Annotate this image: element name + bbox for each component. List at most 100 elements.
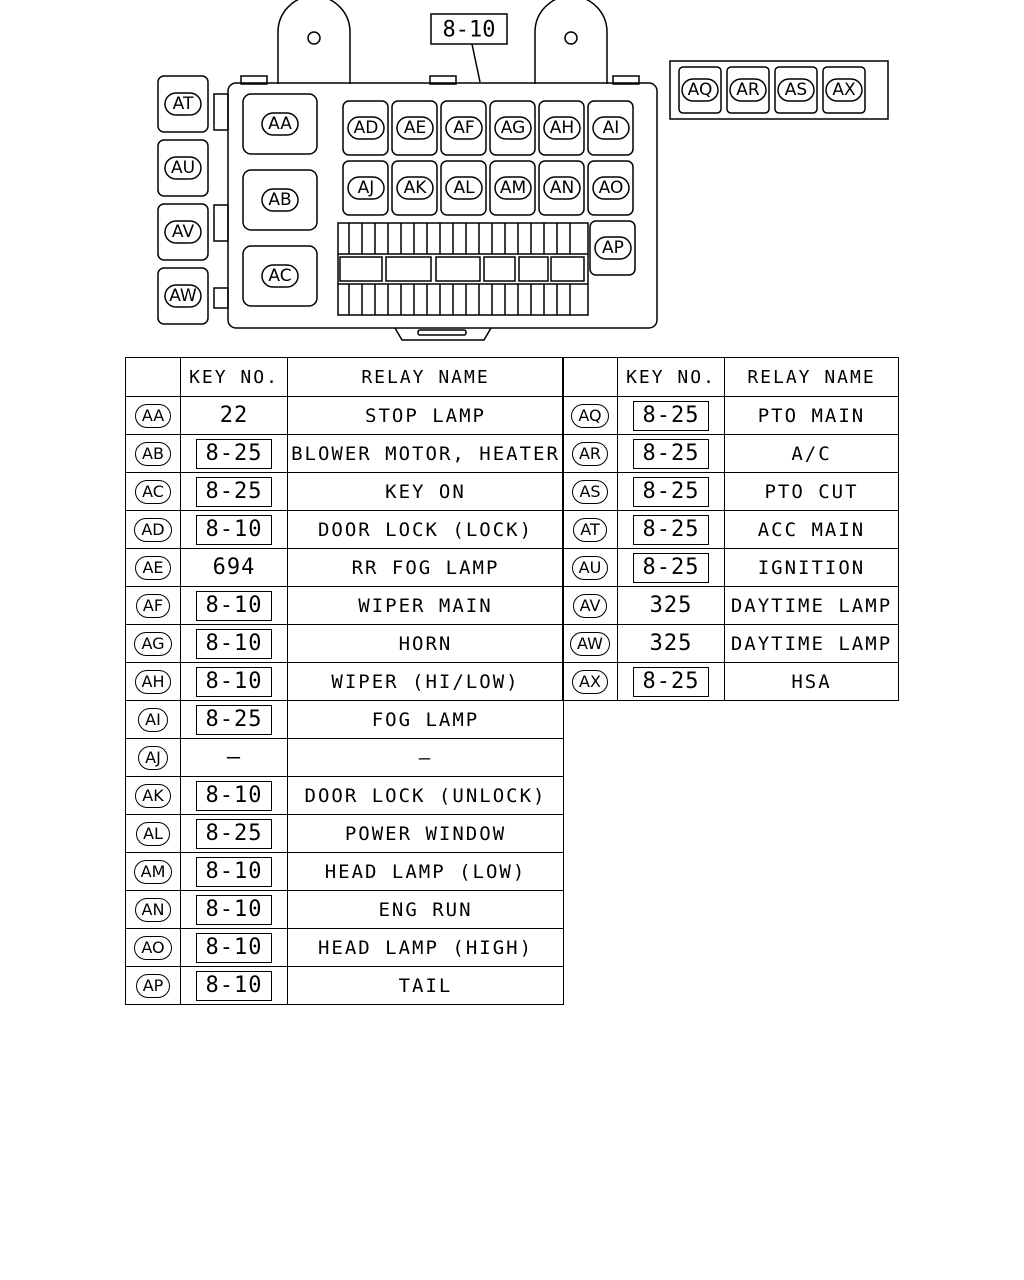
- relay-id-badge: AU: [571, 555, 609, 580]
- relay-badge: [164, 156, 202, 180]
- relay-name-cell: POWER WINDOW: [287, 814, 564, 853]
- header-key-no: KEY NO.: [180, 357, 288, 397]
- relay-id-cell: AT: [562, 510, 618, 549]
- fuse-block: [337, 222, 589, 316]
- mounting-tab-right: [534, 0, 608, 84]
- bottom-connector: [394, 327, 492, 341]
- relay-badge: [777, 78, 815, 102]
- relay-id-cell: AP: [125, 966, 181, 1005]
- relay-id-badge: AO: [134, 935, 172, 960]
- key-ref-box: 8-25: [633, 514, 709, 545]
- relay-name-cell: STOP LAMP: [287, 396, 564, 435]
- relay-socket: AW: [157, 267, 209, 325]
- table-row: AP 8-10 TAIL: [125, 966, 564, 1005]
- relay-label: AG: [501, 118, 526, 138]
- relay-id-cell: AG: [125, 624, 181, 663]
- key-ref-box: 8-10: [196, 970, 272, 1001]
- relay-id-badge: AE: [135, 555, 171, 580]
- relay-badge: [543, 176, 581, 200]
- relay-socket: AS: [774, 66, 818, 114]
- key-no-cell: 8-10: [180, 776, 288, 815]
- relay-badge: [347, 176, 385, 200]
- table-header-row: KEY NO. RELAY NAME: [125, 357, 564, 397]
- relay-name-cell: TAIL: [287, 966, 564, 1005]
- table-header-row: KEY NO. RELAY NAME: [562, 357, 899, 397]
- relay-label: AP: [602, 238, 624, 258]
- relay-socket: AP: [589, 220, 636, 276]
- top-ref-label: 8-10: [443, 18, 496, 43]
- key-ref-box: 8-10: [196, 780, 272, 811]
- relay-label: AC: [268, 266, 291, 286]
- relay-id-badge: AR: [571, 441, 609, 466]
- relay-socket: AK: [391, 160, 438, 216]
- relay-id-cell: AC: [125, 472, 181, 511]
- relay-label: AL: [453, 178, 475, 198]
- relay-name-cell: KEY ON: [287, 472, 564, 511]
- relay-socket: AX: [822, 66, 866, 114]
- key-ref-box: 8-25: [633, 400, 709, 431]
- relay-socket: AJ: [342, 160, 389, 216]
- relay-id-cell: AH: [125, 662, 181, 701]
- key-ref-box: 8-25: [633, 476, 709, 507]
- key-no-cell: 8-10: [180, 890, 288, 929]
- relay-socket: AM: [489, 160, 536, 216]
- key-no-cell: 8-25: [617, 662, 725, 701]
- relay-label: AO: [599, 178, 624, 198]
- relay-id-badge: AD: [134, 517, 172, 542]
- relay-socket: AE: [391, 100, 438, 156]
- header-blank: [562, 357, 618, 397]
- relay-name-cell: FOG LAMP: [287, 700, 564, 739]
- key-no-cell: 8-10: [180, 510, 288, 549]
- relay-socket: AN: [538, 160, 585, 216]
- relay-name-cell: DAYTIME LAMP: [724, 624, 899, 663]
- key-no-cell: 22: [180, 396, 288, 435]
- relay-id-badge: AJ: [138, 745, 168, 770]
- relay-label: AE: [404, 118, 426, 138]
- key-ref-box: 8-25: [196, 818, 272, 849]
- relay-id-cell: AS: [562, 472, 618, 511]
- mounting-hole-right: [564, 31, 578, 45]
- relay-name-cell: HEAD LAMP (HIGH): [287, 928, 564, 967]
- relay-id-badge: AA: [134, 403, 172, 428]
- relay-id-badge: AX: [572, 669, 608, 694]
- key-no-cell: 8-25: [180, 472, 288, 511]
- relay-badge: [494, 116, 532, 140]
- relay-name-cell: ACC MAIN: [724, 510, 899, 549]
- relay-label: AD: [354, 118, 379, 138]
- relay-id-badge: AI: [138, 707, 168, 732]
- relay-socket: AB: [242, 169, 318, 231]
- relay-label: AU: [171, 158, 195, 178]
- relay-name-cell: PTO CUT: [724, 472, 899, 511]
- relay-badge: [164, 284, 202, 308]
- relay-id-badge: AL: [136, 821, 170, 846]
- relay-id-badge: AG: [134, 631, 172, 656]
- key-no-cell: 8-25: [180, 814, 288, 853]
- relay-label: AJ: [358, 178, 375, 198]
- relay-socket: AU: [157, 139, 209, 197]
- relay-name-cell: ENG RUN: [287, 890, 564, 929]
- relay-id-cell: AA: [125, 396, 181, 435]
- key-value: 325: [649, 631, 693, 656]
- relay-badge: [261, 112, 299, 136]
- relay-id-badge: AP: [135, 973, 171, 998]
- header-blank: [125, 357, 181, 397]
- key-no-cell: 325: [617, 586, 725, 625]
- table-row: AJ——: [125, 738, 564, 777]
- key-no-cell: 8-25: [617, 396, 725, 435]
- relay-id-cell: AF: [125, 586, 181, 625]
- key-no-cell: 694: [180, 548, 288, 587]
- relay-id-badge: AT: [573, 517, 607, 542]
- relay-socket: AA: [242, 93, 318, 155]
- relay-badge: [494, 176, 532, 200]
- key-ref-box: 8-25: [196, 704, 272, 735]
- relay-badge: [543, 116, 581, 140]
